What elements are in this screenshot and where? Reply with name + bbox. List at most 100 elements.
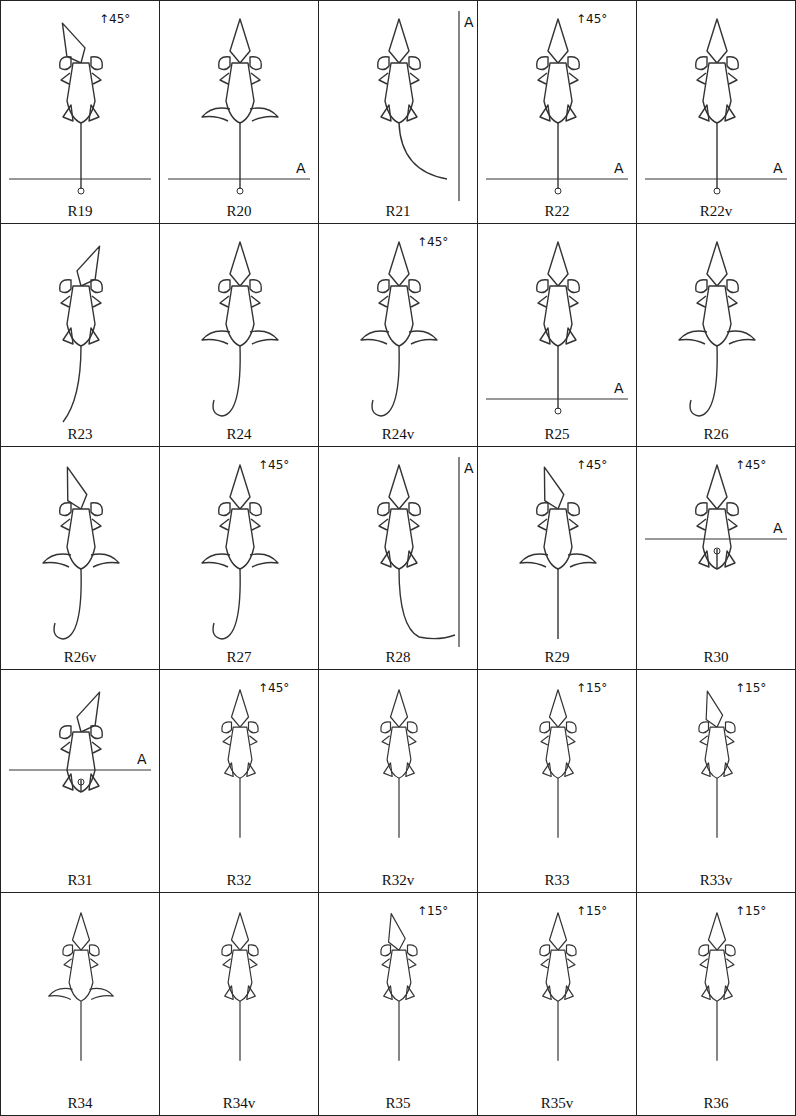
- rat-hindpaw: [250, 108, 278, 121]
- figure-cell: ↑15°R33v: [637, 670, 796, 893]
- rat-hindpaw: [406, 986, 415, 1000]
- rat-body: [705, 727, 729, 778]
- figure-cell: AR20: [160, 1, 319, 224]
- rat-snout: [389, 242, 409, 286]
- rat-forepaw: [220, 73, 229, 84]
- rat-head: [707, 465, 727, 509]
- rat-body: [546, 727, 570, 778]
- rat-ear: [568, 57, 579, 70]
- rat-hindpaw: [89, 774, 99, 790]
- rat-head: [699, 689, 725, 730]
- rat-drawing: [1, 893, 159, 1115]
- rat-head: [72, 688, 109, 736]
- tail-tip: [78, 188, 84, 194]
- rat-tail: [239, 1001, 240, 1060]
- rat-hindpaw: [225, 986, 234, 1000]
- panel-caption: R21: [385, 204, 410, 219]
- rat-head: [53, 19, 90, 67]
- rat-forepaw: [61, 519, 70, 530]
- rat-ear: [568, 280, 579, 293]
- rat-sketch: [381, 690, 417, 838]
- rat-body: [226, 509, 254, 569]
- rat-drawing: [319, 670, 477, 892]
- rat-body: [67, 286, 95, 346]
- rat-hindpaw: [91, 554, 119, 567]
- figure-cell: ↑15°R35: [319, 893, 478, 1116]
- rat-hindpaw: [543, 986, 552, 1000]
- rat-ear: [568, 503, 579, 516]
- rat-sketch: [43, 464, 119, 639]
- rat-drawing: [1, 224, 159, 446]
- tail-tip: [714, 548, 720, 554]
- axis-mark: A: [773, 521, 783, 535]
- rat-tail: [716, 549, 717, 569]
- rat-hindpaw: [543, 763, 552, 777]
- rat-ear: [91, 503, 102, 516]
- panel-caption: R20: [226, 204, 251, 219]
- rat-body: [544, 509, 572, 569]
- rat-forepaw: [220, 296, 229, 307]
- figure-cell: R26v: [1, 447, 160, 670]
- rat-sketch: [361, 242, 437, 416]
- angle-note: ↑15°: [735, 905, 766, 917]
- panel-caption: R34: [67, 1096, 92, 1111]
- rat-forepaw: [541, 736, 549, 745]
- tail-tip: [555, 188, 561, 194]
- rat-tail: [80, 780, 81, 792]
- rat-forepaw: [726, 959, 734, 968]
- rat-ear: [696, 503, 707, 516]
- rat-sketch: [222, 913, 258, 1061]
- rat-sketch: [378, 19, 447, 179]
- rat-head: [389, 465, 409, 509]
- rat-hindpaw: [202, 554, 230, 567]
- figure-cell: ↑15°R36: [637, 893, 796, 1116]
- rat-hindpaw: [89, 328, 99, 344]
- rat-tail: [54, 569, 81, 639]
- rat-head: [389, 242, 409, 286]
- rat-snout: [709, 913, 726, 950]
- rat-forepaw: [408, 736, 416, 745]
- rat-hindpaw: [568, 554, 596, 567]
- rat-ear: [60, 57, 71, 70]
- rat-snout: [707, 19, 727, 63]
- rat-sketch: [696, 19, 739, 189]
- rat-tail: [716, 1001, 717, 1060]
- rat-hindpaw: [381, 551, 391, 567]
- rat-snout: [232, 690, 249, 727]
- rat-head: [709, 913, 726, 950]
- rat-ear: [727, 503, 738, 516]
- rat-forepaw: [382, 959, 390, 968]
- rat-head: [550, 913, 567, 950]
- rat-ear: [540, 945, 550, 956]
- panel-caption: R34v: [223, 1096, 256, 1111]
- rat-hindpaw: [540, 328, 550, 344]
- rat-drawing: [319, 1, 477, 223]
- figure-cell: R34v: [160, 893, 319, 1116]
- rat-tail: [239, 778, 240, 838]
- rat-body: [387, 727, 411, 778]
- rat-ear: [222, 945, 232, 956]
- rat-hindpaw: [702, 763, 711, 777]
- rat-forepaw: [410, 296, 419, 307]
- rat-ear: [567, 945, 577, 956]
- rat-head: [548, 242, 568, 286]
- rat-ear: [408, 945, 418, 956]
- rat-forepaw: [251, 296, 260, 307]
- rat-sketch: [60, 242, 109, 422]
- rat-ear: [63, 945, 73, 956]
- rat-sketch: [53, 19, 102, 189]
- rat-forepaw: [697, 519, 706, 530]
- figure-cell: AR28: [319, 447, 478, 670]
- rat-forepaw: [697, 296, 706, 307]
- rat-snout: [383, 912, 407, 952]
- rat-hindpaw: [43, 554, 71, 567]
- rat-ear: [727, 280, 738, 293]
- rat-hindpaw: [725, 551, 735, 567]
- rat-drawing: [319, 447, 477, 669]
- rat-snout: [230, 465, 250, 509]
- rat-hindpaw: [63, 328, 73, 344]
- reference-line: [9, 178, 151, 179]
- rat-forepaw: [220, 519, 229, 530]
- panel-caption: R25: [544, 427, 569, 442]
- rat-hindpaw: [566, 105, 576, 121]
